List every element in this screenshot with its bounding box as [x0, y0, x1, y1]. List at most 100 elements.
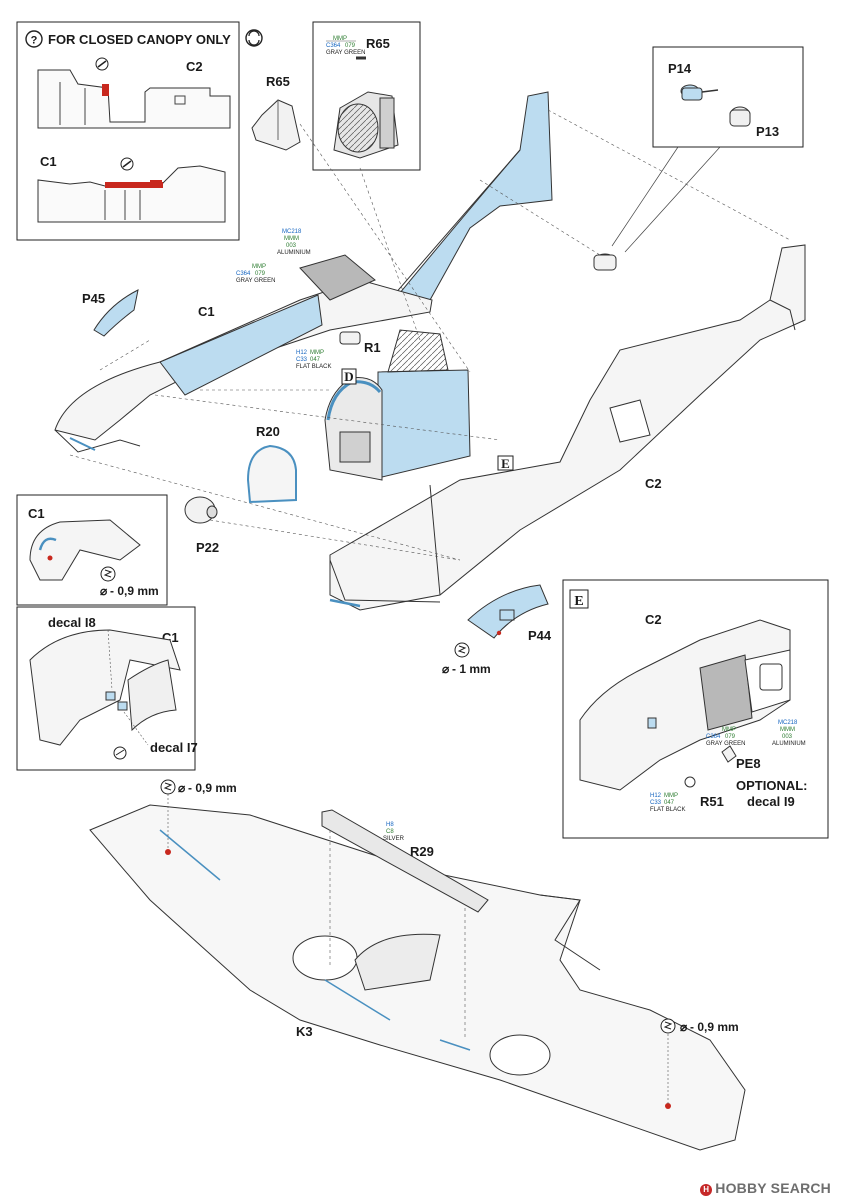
wheel-assembled	[593, 253, 617, 271]
svg-text:ALUMINIUM: ALUMINIUM	[277, 250, 311, 256]
question-icon: ?	[25, 30, 43, 48]
svg-text:MMP: MMP	[722, 727, 736, 733]
marker-e: E	[501, 456, 510, 471]
svg-text:GRAY GREEN: GRAY GREEN	[236, 278, 275, 284]
svg-text:MMM: MMM	[284, 236, 299, 242]
svg-text:⌀: ⌀	[442, 662, 450, 676]
svg-text:PE8: PE8	[736, 756, 761, 771]
svg-text:P22: P22	[196, 540, 219, 555]
p13-p14-inset: P14 P13	[611, 46, 804, 253]
paint-tag-flat-black: H12 MMP C33 047 FLAT BLACK	[296, 350, 331, 370]
svg-text:?: ?	[31, 35, 38, 47]
wing-k3: K3	[89, 804, 746, 1151]
svg-text:ALUMINIUM: ALUMINIUM	[772, 741, 806, 747]
paint-tag-silver: H8 C8 SILVER	[383, 822, 405, 842]
part-p22: P22	[184, 496, 219, 555]
fuselage-left-c1: C1	[54, 91, 553, 453]
svg-text:003: 003	[782, 734, 793, 740]
drill-icon	[100, 566, 116, 582]
svg-text:047: 047	[310, 357, 321, 363]
drill-note-wing-right: ⌀ - 0,9 mm	[660, 1018, 739, 1104]
svg-text:H8: H8	[386, 822, 394, 828]
svg-text:SILVER: SILVER	[383, 836, 405, 842]
part-r29: R29	[321, 809, 489, 1040]
label-p13: P13	[756, 124, 779, 139]
svg-text:C33: C33	[650, 800, 662, 806]
drill-note-wing-left: ⌀ - 0,9 mm	[160, 779, 237, 850]
label-r65-seat: R65	[366, 36, 390, 51]
svg-text:⌀: ⌀	[178, 781, 186, 795]
closed-canopy-inset: ? FOR CLOSED CANOPY ONLY C2 C1	[16, 21, 240, 241]
paint-tag-gray-green: MMP C364 079 GRAY GREEN	[326, 36, 365, 56]
part-p45: P45	[82, 289, 139, 337]
seat-r65-inset: R65	[312, 21, 421, 171]
paint-tag-aluminium: MC218 MMM 003 ALUMINIUM	[277, 229, 311, 256]
guide-lines	[69, 109, 791, 561]
svg-text:C364: C364	[236, 271, 251, 277]
svg-text:E: E	[574, 594, 583, 609]
watermark-text: HOBBY SEARCH	[715, 1180, 831, 1196]
closed-canopy-title: FOR CLOSED CANOPY ONLY	[48, 32, 231, 47]
svg-text:R65: R65	[266, 74, 290, 89]
canopy-mark-c1	[105, 182, 163, 188]
c1-drill-inset: C1 ⌀ - 0,9 mm	[16, 494, 168, 606]
svg-text:079: 079	[345, 43, 356, 49]
svg-text:- 1 mm: - 1 mm	[452, 662, 491, 676]
svg-text:C1: C1	[28, 506, 45, 521]
svg-text:003: 003	[286, 243, 297, 249]
svg-text:P45: P45	[82, 291, 105, 306]
label-c1-fuselage: C1	[198, 304, 215, 319]
fuselage-right-c2: E C2	[329, 244, 806, 611]
svg-text:⌀: ⌀	[680, 1020, 688, 1034]
part-p13	[729, 106, 751, 127]
svg-text:C33: C33	[296, 357, 308, 363]
svg-text:MMM: MMM	[780, 727, 795, 733]
svg-text:FLAT BLACK: FLAT BLACK	[296, 364, 331, 370]
svg-text:H12: H12	[650, 793, 662, 799]
svg-text:R20: R20	[256, 424, 280, 439]
svg-text:R1: R1	[364, 340, 381, 355]
svg-text:decal I9: decal I9	[747, 794, 795, 809]
label-p14: P14	[668, 61, 692, 76]
svg-text:GRAY GREEN: GRAY GREEN	[326, 50, 365, 56]
svg-text:GRAY GREEN: GRAY GREEN	[706, 741, 745, 747]
scalpel-icon	[95, 57, 109, 71]
svg-text:047: 047	[664, 800, 675, 806]
svg-text:H12: H12	[296, 350, 308, 356]
svg-text:MMP: MMP	[664, 793, 678, 799]
drill-icon	[454, 642, 470, 658]
svg-text:C364: C364	[326, 43, 341, 49]
rotate-icon	[245, 29, 263, 47]
paint-tag-gray-green: MMP C364 079 GRAY GREEN	[706, 727, 745, 747]
svg-text:- 0,9 mm: - 0,9 mm	[110, 584, 159, 598]
svg-text:C8: C8	[386, 829, 394, 835]
svg-text:C364: C364	[706, 734, 721, 740]
part-r65-left: R65	[251, 74, 301, 151]
svg-text:R51: R51	[700, 794, 724, 809]
svg-text:P44: P44	[528, 628, 552, 643]
svg-text:MMP: MMP	[310, 350, 324, 356]
part-p14	[680, 84, 719, 101]
cockpit-tub: D	[324, 329, 471, 481]
part-r20: R20	[246, 424, 297, 504]
decal-inset: decal I8 C1 decal I7	[16, 606, 198, 771]
svg-text:079: 079	[725, 734, 736, 740]
part-r1: R1	[339, 331, 381, 355]
part-p44: P44 ⌀ - 1 mm	[442, 584, 552, 676]
svg-text:MMP: MMP	[333, 36, 347, 42]
svg-text:⌀: ⌀	[100, 584, 108, 598]
svg-text:- 0,9 mm: - 0,9 mm	[188, 781, 237, 795]
svg-text:C2: C2	[645, 612, 662, 627]
svg-text:K3: K3	[296, 1024, 313, 1039]
svg-text:FLAT BLACK: FLAT BLACK	[650, 807, 685, 813]
svg-text:079: 079	[255, 271, 266, 277]
label-c2-fuselage: C2	[645, 476, 662, 491]
label-c2-inset: C2	[186, 59, 203, 74]
paint-tag-flat-black: H12 MMP C33 047 FLAT BLACK	[650, 793, 685, 813]
label-c1-inset: C1	[40, 154, 57, 169]
scalpel-icon	[120, 157, 134, 171]
canopy-mark-c2	[102, 84, 109, 96]
svg-text:OPTIONAL:: OPTIONAL:	[736, 778, 808, 793]
